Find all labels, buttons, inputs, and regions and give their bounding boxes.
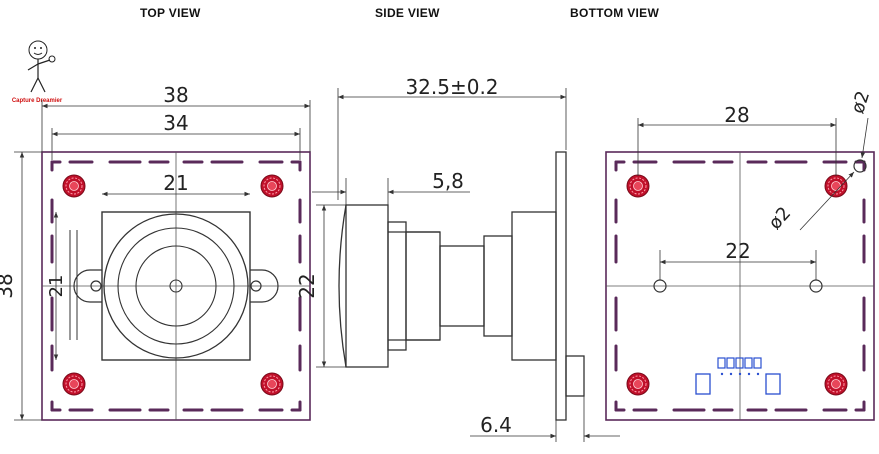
bottom-dim-hole-diameter-top: ø2 xyxy=(847,88,874,116)
lens-dome xyxy=(338,204,347,368)
bottom-dim-22: 22 xyxy=(725,239,750,263)
bottom-mount-hole-bl xyxy=(626,372,650,396)
side-connector xyxy=(565,355,585,397)
company-logo: Capture Dreamier xyxy=(12,40,63,104)
bottom-view-title: BOTTOM VIEW xyxy=(570,6,660,20)
top-mount-hole-tr xyxy=(260,174,284,198)
top-dim-34: 34 xyxy=(163,111,188,135)
bottom-mount-hole-tl xyxy=(626,174,650,198)
bottom-corner-hole xyxy=(853,159,867,173)
top-keepout-dashes xyxy=(50,160,302,412)
side-view-title: SIDE VIEW xyxy=(375,6,440,20)
lens-center xyxy=(169,279,183,293)
lens-outer-ring xyxy=(103,213,249,359)
bottom-mount-hole-br xyxy=(824,372,848,396)
side-dim-length: 32.5±0.2 xyxy=(405,75,498,99)
top-dim-38-width: 38 xyxy=(163,83,188,107)
side-view xyxy=(338,151,585,421)
bottom-keepout-dashes xyxy=(614,160,866,412)
top-dim-21-height: 21 xyxy=(46,275,67,298)
lens-holder-body xyxy=(439,245,485,327)
lens-mount-base xyxy=(511,211,557,361)
lens-holder-square xyxy=(101,211,251,361)
lens-barrel xyxy=(345,204,389,368)
bottom-dim-28: 28 xyxy=(724,103,749,127)
side-dim-lens-offset: 5,8 xyxy=(432,169,464,193)
top-mount-hole-bl xyxy=(62,372,86,396)
top-mount-hole-br xyxy=(260,372,284,396)
top-dim-21-width: 21 xyxy=(163,171,188,195)
side-dim-lens-diameter: 22 xyxy=(295,273,319,298)
flange-screw-right xyxy=(250,280,262,292)
top-view-title: TOP VIEW xyxy=(140,6,201,20)
flange-screw-left xyxy=(90,280,102,292)
side-dim-connector: 6.4 xyxy=(480,413,512,437)
bottom-connector xyxy=(695,357,781,395)
bottom-mount-hole-tr xyxy=(824,174,848,198)
logo-text: Capture Dreamier xyxy=(12,98,63,104)
top-view xyxy=(41,151,311,421)
bottom-view xyxy=(605,151,875,421)
bottom-dim-hole-diameter-diag: ø2 xyxy=(765,203,796,234)
side-pcb xyxy=(555,151,567,421)
top-dim-38-height: 38 xyxy=(0,273,17,298)
top-mount-hole-tl xyxy=(62,174,86,198)
